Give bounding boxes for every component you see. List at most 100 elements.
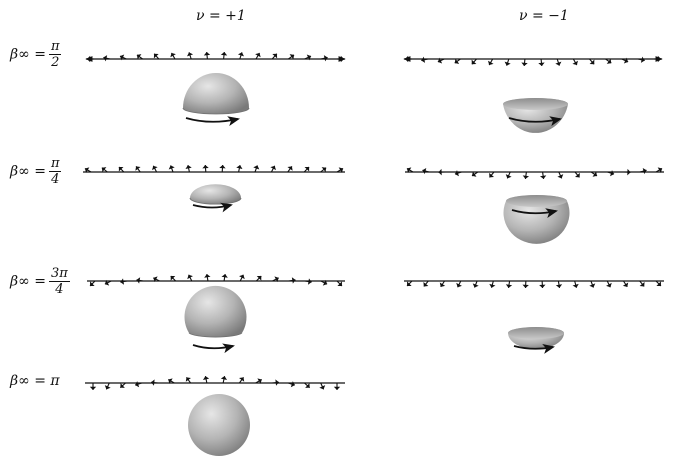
director-arrow [270,165,277,173]
director-arrow [136,277,144,284]
director-arrow [333,383,341,390]
director-arrow [574,171,580,178]
director-arrow [87,55,94,63]
director-arrow [153,53,160,60]
rotation-arrow [513,344,555,354]
director-arrow [489,280,496,288]
director-arrow [219,164,226,173]
director-line-nu-minus-row-2 [405,167,664,180]
director-arrow [589,280,596,288]
director-arrow [522,171,530,180]
director-arrow [239,274,245,282]
director-arrow [185,377,192,384]
director-arrow [84,167,92,173]
rotation-arrow [192,202,233,213]
director-arrow [557,171,564,179]
beta-infinity-symbol: β∞ = [10,163,46,180]
director-arrow [639,167,647,175]
director-arrow [119,54,127,61]
director-line-nu-plus-row-4 [85,376,345,390]
director-arrow [654,55,661,63]
fraction-denominator: 4 [55,282,64,297]
director-arrow [572,280,579,288]
director-arrow [168,165,175,173]
rotation-arrow [192,343,235,354]
director-arrow [605,58,612,64]
droplet-cap-nu-plus-row-2 [189,184,242,213]
beta-infinity-symbol: β∞ = [10,46,46,63]
director-arrow [489,171,495,178]
director-arrow [655,167,663,173]
director-arrow [167,378,175,384]
director-line-nu-plus-row-1 [85,51,346,63]
director-arrow [539,280,546,289]
director-arrow [589,58,595,65]
fraction-numerator: π [48,39,62,55]
director-arrow [522,280,529,289]
rotation-arrow [511,208,558,219]
director-arrow [572,58,579,66]
director-arrow [320,167,327,173]
director-arrow [303,166,310,173]
director-arrow [288,381,296,388]
director-arrow [637,56,645,63]
director-arrow [134,381,142,388]
director-arrow [607,170,615,177]
director-arrow [438,168,446,176]
director-arrow [238,377,245,384]
column-header-nu-plus-one: ν = +1 [196,8,246,24]
director-arrow [104,382,111,390]
fraction-numerator: 3π [48,266,70,282]
director-line-nu-plus-row-2 [83,164,345,173]
director-arrow [187,274,193,282]
director-arrow [422,167,430,175]
director-line-nu-minus-row-1 [403,55,663,67]
director-arrow [170,52,176,60]
director-arrow [220,376,228,384]
director-arrow [621,57,629,64]
director-arrow [221,274,228,282]
director-arrow [655,280,662,287]
director-arrow [606,280,612,288]
director-arrow [472,280,479,288]
fraction-numerator: π [48,156,62,172]
pi-value: π [50,373,60,389]
director-arrow [555,280,563,288]
director-arrow [538,58,545,67]
director-arrow [304,54,312,61]
row-label-pi: β∞ = π [10,373,60,389]
director-arrow [622,280,629,288]
director-arrow [185,165,192,173]
director-arrow [639,280,645,287]
droplet-cap-nu-plus-row-3 [184,285,247,354]
director-arrow [555,58,562,66]
fraction-denominator: 4 [51,172,60,187]
director-arrow [406,167,414,173]
director-arrow [151,379,159,386]
director-arrow [271,53,278,60]
director-arrow [421,56,429,63]
director-arrow [204,274,211,282]
director-arrow [456,280,462,288]
director-arrow [437,57,445,64]
droplet-cap-nu-plus-row-1 [182,73,250,126]
director-arrow [202,376,210,384]
director-arrow [89,280,96,287]
director-arrow [454,170,462,177]
director-arrow [89,383,97,390]
director-arrow [104,279,112,286]
director-arrow [119,382,126,389]
director-arrow [151,165,158,173]
beta-infinity-symbol: β∞ = [10,273,46,290]
director-arrow [203,51,211,60]
director-arrow [406,280,413,287]
director-arrow [471,171,479,177]
droplet-bowl-nu-minus-row-2 [503,195,570,244]
column-header-nu-minus-one: ν = −1 [519,8,569,24]
